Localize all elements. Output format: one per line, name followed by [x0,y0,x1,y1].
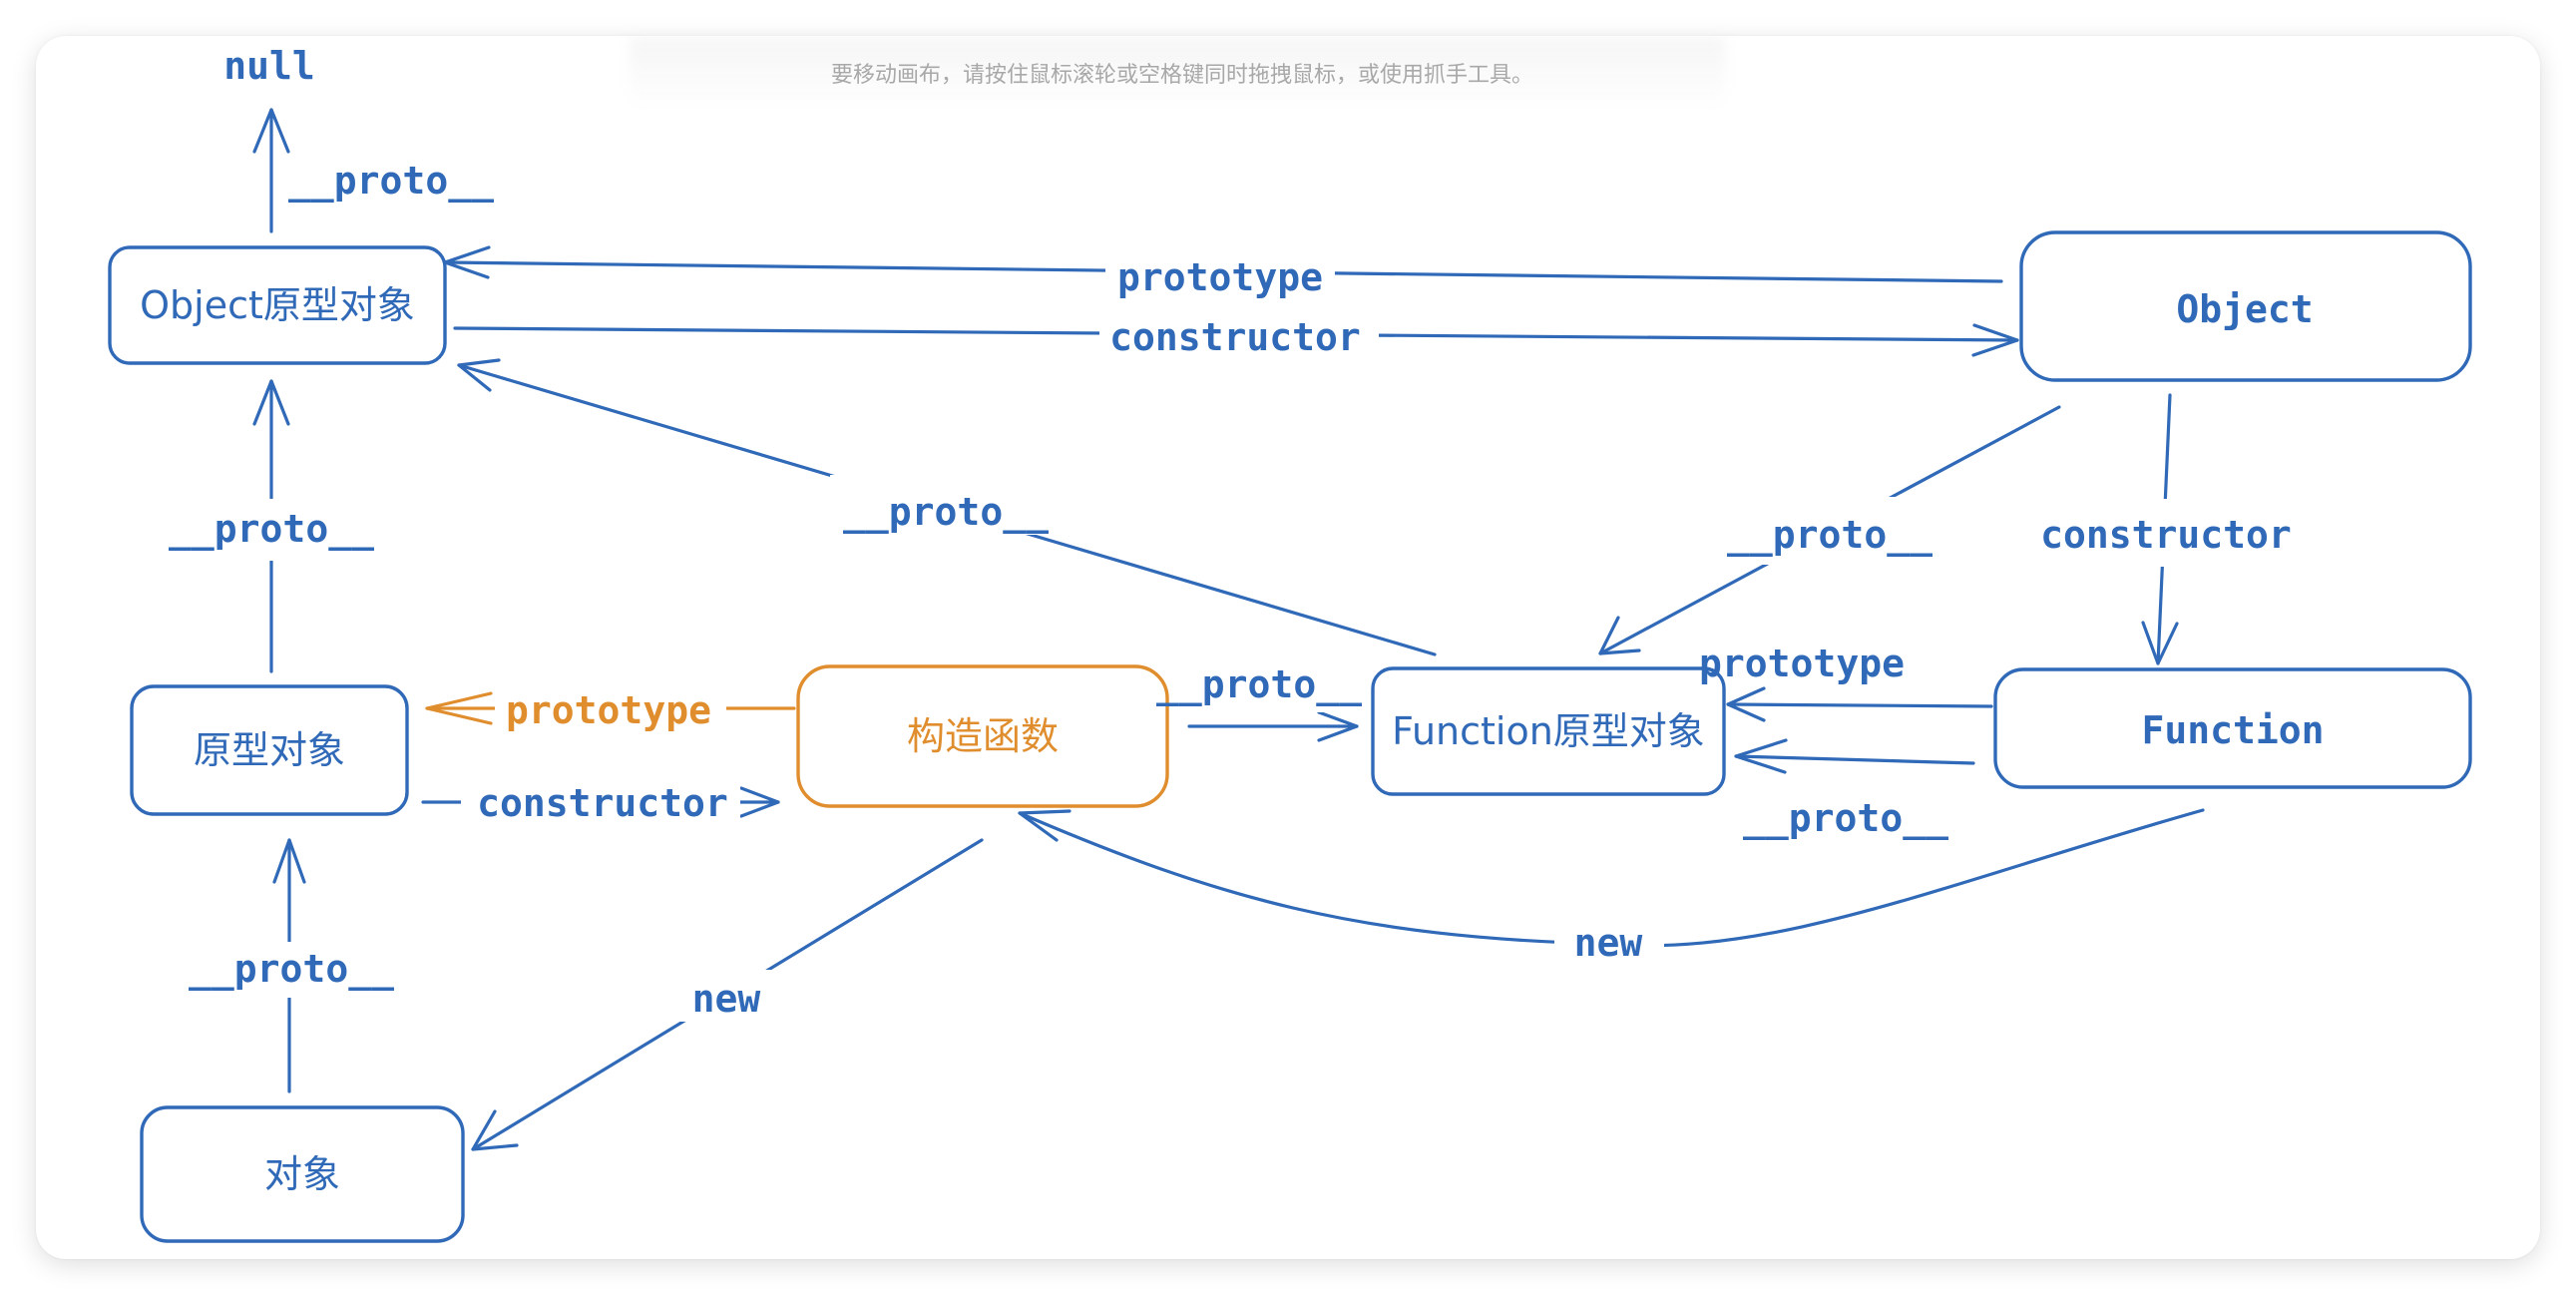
node-function-prototype-label: Function原型对象 [1392,709,1705,753]
node-instance-object[interactable]: 对象 [140,1105,465,1243]
canvas-hint-text: 要移动画布，请按住鼠标滚轮或空格键同时拖拽鼠标，或使用抓手工具。 [830,63,1533,88]
edge-function-prototype-label: prototype [1699,642,1905,685]
edge-ctor-to-fnproto-label: __proto__ [1156,662,1362,706]
edge-object-prototype-label: prototype [1117,255,1323,299]
node-constructor-function[interactable]: 构造函数 [796,664,1169,808]
node-object-label: Object [2176,287,2313,331]
edge-function-proto[interactable] [1734,738,1975,774]
node-object-prototype-label: Object原型对象 [140,283,415,327]
edge-proto-constructor-label: constructor [477,781,728,825]
edge-ctor-new-label: new [692,977,761,1021]
edge-ctor-to-fnproto[interactable] [1187,710,1359,742]
edge-function-new-label: new [1574,921,1643,965]
node-function[interactable]: Function [1993,667,2472,789]
node-constructor-function-label: 构造函数 [907,714,1059,758]
node-object[interactable]: Object [2019,230,2472,382]
edge-instance-to-proto-label: __proto__ [189,947,394,991]
node-prototype-object-label: 原型对象 [194,728,345,772]
node-object-prototype[interactable]: Object原型对象 [108,245,447,365]
node-function-label: Function [2141,708,2324,752]
hint-bar-background [629,38,1726,110]
edge-objproto-to-null-label: __proto__ [288,159,494,203]
edge-object-to-fnproto-label: __proto__ [1727,513,1932,557]
node-prototype-object[interactable]: 原型对象 [130,684,409,816]
edge-ctor-prototype-label: prototype [506,688,711,732]
node-null-label: null [223,44,315,88]
edge-function-proto-label: __proto__ [1743,796,1948,840]
edge-object-constructor-label: constructor [2040,513,2292,557]
node-instance-object-label: 对象 [264,1152,340,1196]
edge-objproto-constructor-label: constructor [1109,315,1361,359]
edge-proto-to-objproto-label: __proto__ [169,507,374,551]
edge-objproto-to-null[interactable] [252,108,290,233]
edge-fnproto-to-objproto-label: __proto__ [843,490,1049,534]
node-function-prototype[interactable]: Function原型对象 [1371,666,1726,796]
edge-function-prototype[interactable] [1726,686,1993,722]
